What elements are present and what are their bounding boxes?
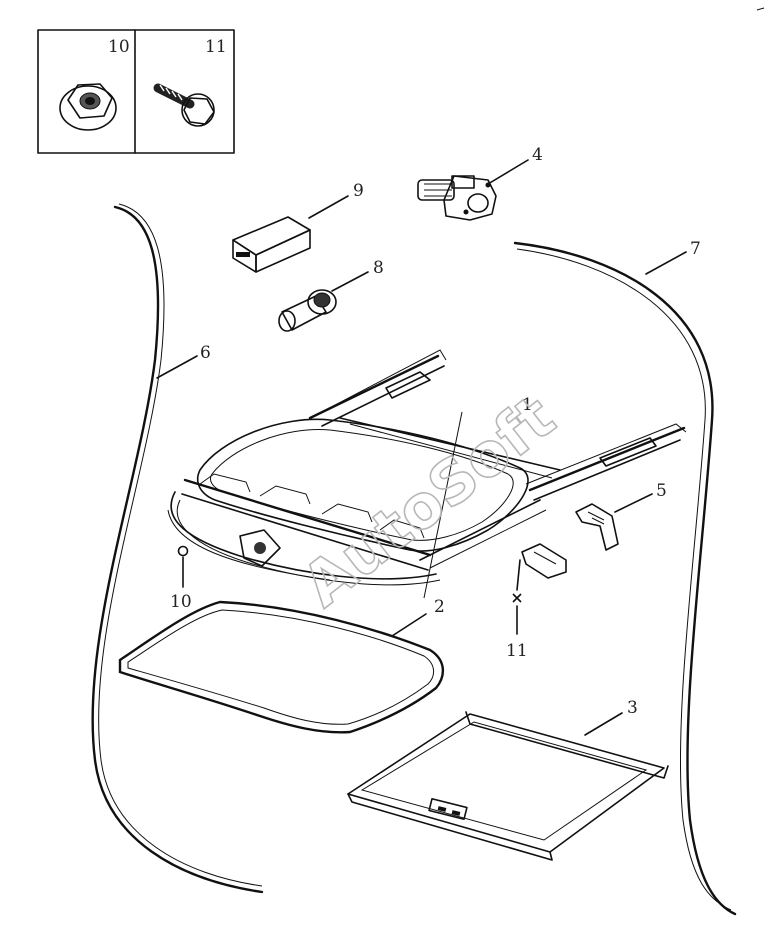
inset-frame — [37, 29, 235, 154]
callout-5: 5 — [656, 481, 667, 501]
bracket-right — [575, 503, 619, 551]
corner-mark — [756, 7, 765, 11]
callout-9: 9 — [353, 181, 364, 201]
flange-nut-icon — [59, 83, 117, 131]
fastener-inset: 10 11 — [37, 29, 235, 154]
callout-6: 6 — [200, 343, 211, 363]
inset-callout-10: 10 — [108, 37, 130, 57]
sunroof-motor — [417, 175, 497, 221]
glass-seal — [118, 600, 444, 734]
callout-2: 2 — [434, 597, 445, 617]
bracket-left — [521, 543, 567, 579]
right-drain-hose — [513, 241, 737, 916]
callout-3: 3 — [627, 698, 638, 718]
inset-callout-11: 11 — [205, 37, 227, 57]
callout-7: 7 — [690, 239, 701, 259]
watermark: AutoSoft — [290, 382, 568, 621]
callout-8: 8 — [373, 258, 384, 278]
callout-11: 11 — [506, 641, 528, 661]
callout-10: 10 — [170, 592, 192, 612]
callout-numbers: 1 2 3 4 5 6 7 8 9 10 11 — [170, 145, 701, 718]
left-drain-hose — [91, 205, 264, 894]
sunroof-switch — [278, 289, 337, 332]
sunshade-panel — [347, 711, 669, 861]
flange-bolt-icon — [153, 83, 215, 127]
bolt-marker — [512, 593, 522, 603]
sunroof-frame-assembly — [167, 349, 687, 586]
callout-1: 1 — [522, 395, 533, 415]
control-module — [232, 216, 311, 273]
leader-lines — [156, 159, 687, 736]
nut-marker — [177, 545, 189, 557]
callout-4: 4 — [532, 145, 543, 165]
